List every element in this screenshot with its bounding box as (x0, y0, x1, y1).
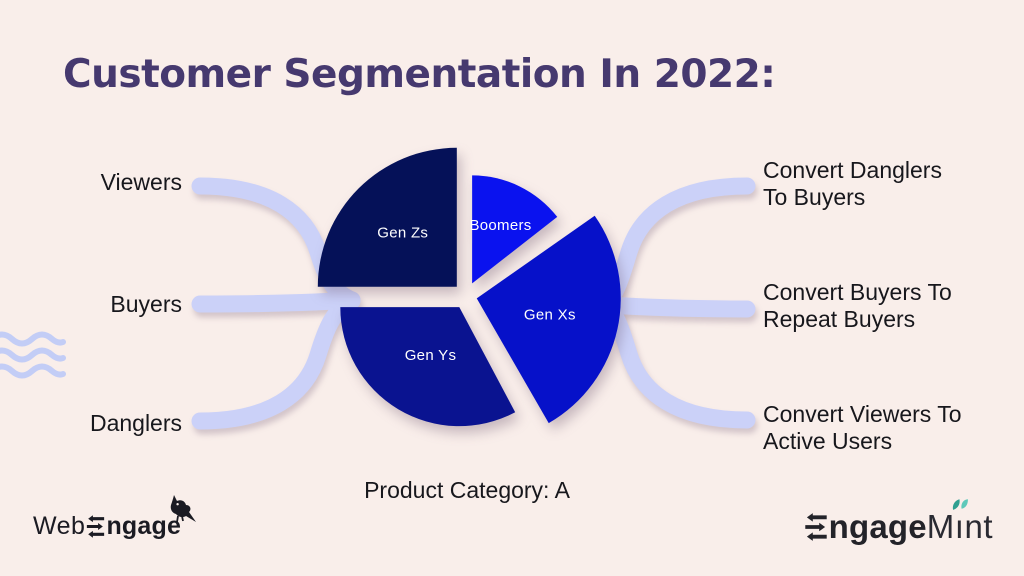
segment-label-danglers: Danglers (89, 410, 182, 436)
goal-label-2-line1: Convert Buyers To (763, 279, 952, 305)
goal-label-3-line2: Active Users (763, 428, 893, 454)
goal-label-1-line2: To Buyers (763, 184, 866, 210)
goal-label-1: Convert Danglers To Buyers (763, 157, 942, 211)
mint-leaves-icon (952, 499, 968, 510)
pie-slice-gen-xs (476, 215, 621, 424)
goal-label-1-line1: Convert Danglers (763, 157, 942, 183)
pie-slice-gen-zs (317, 147, 457, 287)
segment-label-buyers: Buyers (110, 291, 182, 317)
goal-label-3-line1: Convert Viewers To (763, 401, 962, 427)
pie-slice-boomers (472, 175, 558, 284)
goal-label-2: Convert Buyers To Repeat Buyers (763, 279, 952, 333)
left-connectors (191, 177, 361, 430)
engagemint-wordmark-engage: ngage (828, 508, 927, 545)
arrow-e-icon (87, 515, 105, 538)
pie-slice-label: Gen Ys (405, 347, 457, 364)
goal-label-2-line2: Repeat Buyers (763, 306, 916, 332)
webengage-wordmark-engage: ngage (106, 495, 197, 541)
page-title: Customer Segmentation In 2022: (63, 52, 776, 97)
engagemint-logo: ngage M ı nt (803, 499, 993, 546)
webengage-wordmark-web: Web (33, 512, 86, 540)
engagemint-wordmark-nt: nt (964, 508, 993, 545)
engagemint-wordmark-m: M (926, 508, 955, 545)
chart-caption: Product Category: A (364, 477, 570, 503)
pie-slice-label: Gen Zs (377, 225, 428, 242)
engagemint-wordmark-i: ı (952, 499, 968, 546)
pie-slice-gen-ys (340, 307, 516, 427)
goal-label-3: Convert Viewers To Active Users (763, 401, 962, 455)
pie-slice-label: Gen Xs (524, 307, 576, 324)
bird-icon (170, 495, 197, 523)
segment-label-viewers: Viewers (100, 169, 182, 195)
pie-slice-label: Boomers (469, 217, 531, 234)
wave-decoration (0, 331, 66, 379)
arrow-e-icon (804, 513, 827, 541)
webengage-logo: Web ngage (33, 495, 197, 541)
right-connectors (597, 177, 756, 429)
